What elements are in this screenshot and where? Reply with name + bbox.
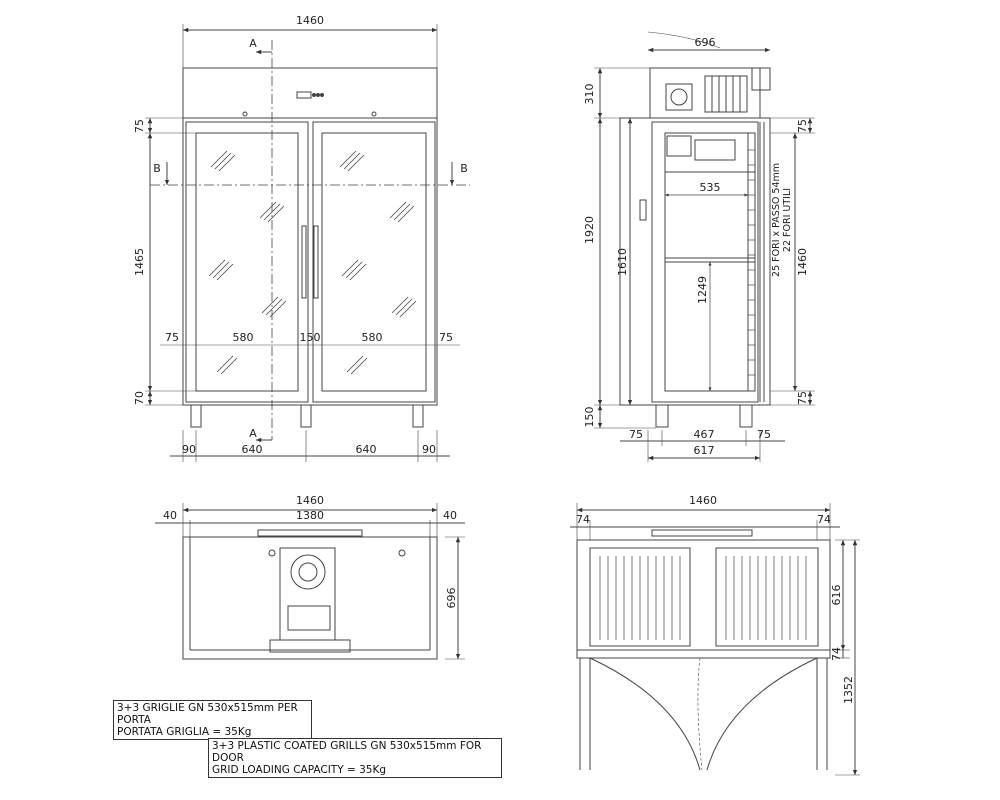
side-base-depth-dim: 617	[694, 444, 715, 457]
side-cabinet-height-dim: 1610	[616, 248, 629, 276]
side-depth-dim: 696	[695, 36, 716, 49]
front-top-frame-dim: 75	[133, 119, 146, 133]
top-margin-right-dim: 40	[443, 509, 457, 522]
front-door-height-dim: 1465	[133, 248, 146, 276]
side-foot-margin-left-dim: 75	[629, 428, 643, 441]
section-b-right-label: B	[460, 162, 468, 175]
foot-span-right-dim: 640	[356, 443, 377, 456]
note-english: 3+3 PLASTIC COATED GRILLS GN 530x515mm F…	[208, 738, 502, 778]
plan-open-depth-dim: 1352	[842, 676, 855, 704]
front-glass-left-dim: 580	[233, 331, 254, 344]
front-margin-left-dim: 75	[165, 331, 179, 344]
front-margin-right-dim: 75	[439, 331, 453, 344]
plan-view	[570, 503, 860, 776]
side-foot-margin-right-dim: 75	[757, 428, 771, 441]
note-italian: 3+3 GRIGLIE GN 530x515mm PER PORTA PORTA…	[113, 700, 312, 740]
side-view	[594, 31, 815, 462]
rack-spec-holes: 25 FORI x PASSO 54mm	[771, 163, 782, 277]
top-depth-dim: 696	[445, 588, 458, 609]
rack-height-dim: 1460	[796, 248, 809, 276]
section-a-bottom-label: A	[249, 427, 257, 440]
plan-width-dim: 1460	[689, 494, 717, 507]
front-view-labels: 1460 A A B B 75 1465 70 75 580 150 580 7…	[133, 14, 468, 456]
top-width-dim: 1460	[296, 494, 324, 507]
foot-right-dim: 90	[422, 443, 436, 456]
side-shelf-width-dim: 535	[700, 181, 721, 194]
note-italian-line1: 3+3 GRIGLIE GN 530x515mm PER PORTA	[117, 702, 298, 726]
foot-left-dim: 90	[182, 443, 196, 456]
side-top-frame-dim: 75	[796, 119, 809, 133]
front-width-dim: 1460	[296, 14, 324, 27]
top-inner-width-dim: 1380	[296, 509, 324, 522]
note-italian-line2: PORTATA GRIGLIA = 35Kg	[117, 726, 252, 738]
front-center-gap-dim: 150	[300, 331, 321, 344]
note-english-line1: 3+3 PLASTIC COATED GRILLS GN 530x515mm F…	[212, 740, 482, 764]
section-b-left-label: B	[153, 162, 161, 175]
side-total-height-dim: 1920	[583, 216, 596, 244]
front-view	[145, 24, 470, 462]
note-english-line2: GRID LOADING CAPACITY = 35Kg	[212, 764, 387, 776]
plan-door-offset-dim: 74	[830, 647, 843, 661]
foot-span-left-dim: 640	[242, 443, 263, 456]
top-view	[155, 503, 465, 660]
plan-view-labels: 1460 74 74 616 74 1352	[576, 494, 855, 704]
side-feet-height-dim: 150	[583, 407, 596, 428]
rack-spec-usable: 22 FORI UTILI	[782, 188, 793, 252]
front-bottom-frame-dim: 70	[133, 391, 146, 405]
side-view-labels: 696 310 1920 1610 150 535 1249 75 75 146…	[583, 36, 809, 457]
plan-margin-right-dim: 74	[817, 513, 831, 526]
side-inner-height-dim: 1249	[696, 276, 709, 304]
section-a-top-label: A	[249, 37, 257, 50]
plan-body-depth-dim: 616	[830, 585, 843, 606]
plan-margin-left-dim: 74	[576, 513, 590, 526]
front-glass-right-dim: 580	[362, 331, 383, 344]
side-unit-height-dim: 310	[583, 84, 596, 105]
side-foot-span-dim: 467	[694, 428, 715, 441]
top-view-labels: 1460 40 1380 40 696	[163, 494, 458, 609]
top-margin-left-dim: 40	[163, 509, 177, 522]
side-bottom-frame-dim: 75	[796, 391, 809, 405]
